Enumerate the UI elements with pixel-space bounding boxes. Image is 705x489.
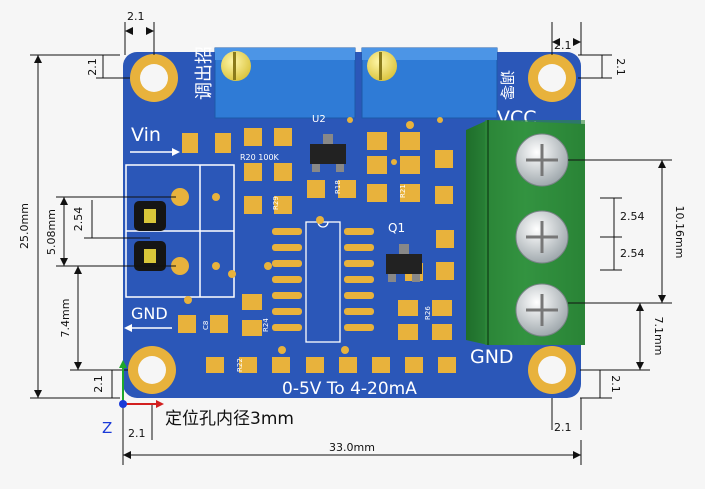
header-pad-2: [171, 257, 189, 275]
trimmer-left: [214, 47, 356, 119]
dim-hole-tl-vertical: 2.1: [86, 58, 99, 76]
label-r21: R21: [399, 184, 407, 198]
dim-hole-br-horizontal: 2.1: [554, 421, 572, 434]
q1-label: Q1: [388, 221, 405, 235]
component-labels: R20 100K R29 R18 R21 C8 R22 R24 R26: [202, 153, 432, 372]
label-r26: R26: [424, 306, 432, 320]
screw-terminal: [466, 120, 585, 345]
hole-diameter-note: 定位孔内径3mm: [165, 409, 294, 429]
label-r22: R22: [236, 358, 244, 372]
vin-arrow-head: [172, 148, 180, 156]
dim-hole-br-vertical: 2.1: [609, 375, 622, 393]
label-c8: C8: [202, 321, 210, 330]
label-r29: R29: [272, 196, 280, 210]
transistor-u2: [310, 134, 346, 172]
gnd-left-arrow-head: [124, 324, 132, 332]
transistor-q1: [386, 244, 422, 282]
trimmer-left-label: 调出招: [194, 46, 215, 100]
mounting-hole-top-right: [528, 54, 576, 102]
mounting-hole-bottom-right: [528, 346, 576, 394]
trimmer-right: [361, 47, 498, 119]
trimmer-right-label: 调零: [498, 70, 516, 100]
label-r20: R20 100K: [240, 153, 280, 162]
dim-terminal-to-bottom: 7.1mm: [652, 317, 665, 356]
vin-label: Vin: [131, 124, 161, 146]
ic-footprint: [272, 221, 374, 343]
dimension-lines: [30, 22, 672, 465]
dim-terminal-pitch-2: 2.54: [620, 247, 645, 260]
dim-header-span: 5.08mm: [45, 209, 58, 255]
label-r24: R24: [262, 318, 270, 332]
u2-label: U2: [312, 114, 326, 125]
dim-hole-bl-horizontal: 2.1: [128, 427, 146, 440]
gnd-left-label: GND: [131, 304, 168, 323]
axis-z-label: Z: [102, 419, 112, 437]
dim-hole-bl-vertical: 2.1: [92, 375, 105, 393]
dim-terminal-pitch-1: 2.54: [620, 210, 645, 223]
label-r18: R18: [334, 180, 342, 194]
jumper-block: [134, 201, 166, 271]
header-hole-b: [212, 262, 220, 270]
board-title: 0-5V To 4-20mA: [282, 379, 417, 399]
dim-board-height: 25.0mm: [18, 203, 31, 249]
dim-header-pitch: 2.54: [72, 207, 85, 232]
header-pad-1: [171, 188, 189, 206]
dim-header-to-bottom: 7.4mm: [59, 299, 72, 338]
dim-hole-tl-horizontal: 2.1: [127, 10, 145, 23]
origin-axes: [119, 360, 164, 408]
dimension-arrows: [34, 27, 666, 459]
dim-board-width: 33.0mm: [329, 441, 375, 454]
header-hole-a: [212, 193, 220, 201]
smd-pads: [178, 128, 456, 373]
dim-terminal-span: 10.16mm: [673, 206, 686, 259]
mounting-hole-top-left: [130, 54, 178, 102]
dim-hole-tr-horizontal: 2.1: [554, 39, 572, 52]
dim-hole-tr-vertical: 2.1: [614, 58, 627, 76]
vias: [184, 117, 443, 354]
gnd-right-label: GND: [470, 346, 514, 368]
mounting-hole-bottom-left: [128, 346, 176, 394]
